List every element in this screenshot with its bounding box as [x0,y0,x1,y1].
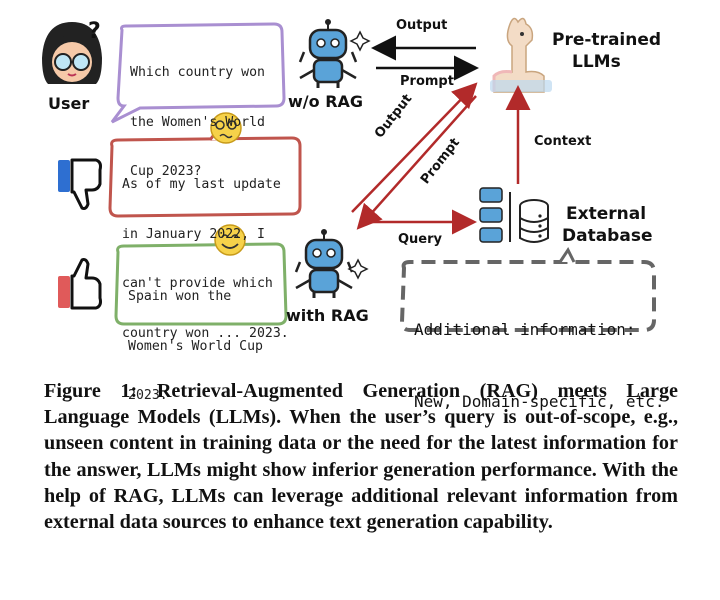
right-answer-bubble [114,242,288,326]
figure-caption: Figure 1: Retrieval-Augmented Generation… [44,378,678,535]
right-answer-text: Spain won the Women's World Cup 2023. [128,256,263,438]
caption-text: Retrieval-Augmented Generation (RAG) mee… [44,380,679,534]
query-label: Query [398,232,443,247]
output-top-label: Output [396,18,448,33]
question-line: the Women's World [130,114,265,130]
wrong-answer-line: country won ... 2023. [122,325,289,341]
wrong-answer-line: As of my last update [122,177,281,192]
robot-bottom-icon [294,229,369,298]
llama-llm-icon [490,17,552,93]
prompt-arrow-diag [356,95,477,230]
caption-label: Figure 1: [44,380,138,402]
figure-graphics: ? [42,17,656,332]
question-line: Which country won [130,65,265,80]
right-answer-line: Women's World Cup [128,338,263,354]
database-icon [479,187,549,243]
wrong-answer-bubble [108,136,302,218]
wrong-answer-line: in January 2022, I [122,226,265,242]
confused-emoji-icon [210,112,242,144]
svg-text:?: ? [88,19,101,44]
additional-info-text: Additional information: New, Domain-spec… [414,270,664,462]
question-bubble [110,22,286,124]
smile-emoji-icon [214,224,246,256]
question-text: Which country won the Women's World Cup … [130,32,265,214]
right-answer-line: Spain won the [128,289,232,304]
user-avatar-icon: ? [42,19,102,84]
question-line: Cup 2023? [130,164,202,179]
prompt-top-label: Prompt [400,74,454,89]
context-label: Context [534,134,592,149]
rag-figure: ? [42,17,664,411]
with-rag-label: with RAG [286,306,369,325]
additional-info-box [399,260,656,332]
wrong-answer-line: can't provide which [122,276,273,291]
wrong-answer-text: As of my last update in January 2022, I … [122,144,289,375]
llm-label-line2: LLMs [572,52,621,72]
database-label-line2: Database [562,226,653,246]
user-label: User [48,94,90,113]
info-line: New, Domain-specific, etc. [414,392,665,411]
thumbs-down-icon [58,158,102,210]
robot-top-icon [298,19,371,88]
database-label-line1: External [566,204,647,224]
wo-rag-label: w/o RAG [288,92,364,111]
llm-label-line1: Pre-trained [552,30,662,50]
right-answer-line: 2023. [128,388,168,403]
thumbs-up-icon [58,258,102,310]
output-arrow-diag [351,82,478,213]
info-line: Additional information: [414,320,636,339]
